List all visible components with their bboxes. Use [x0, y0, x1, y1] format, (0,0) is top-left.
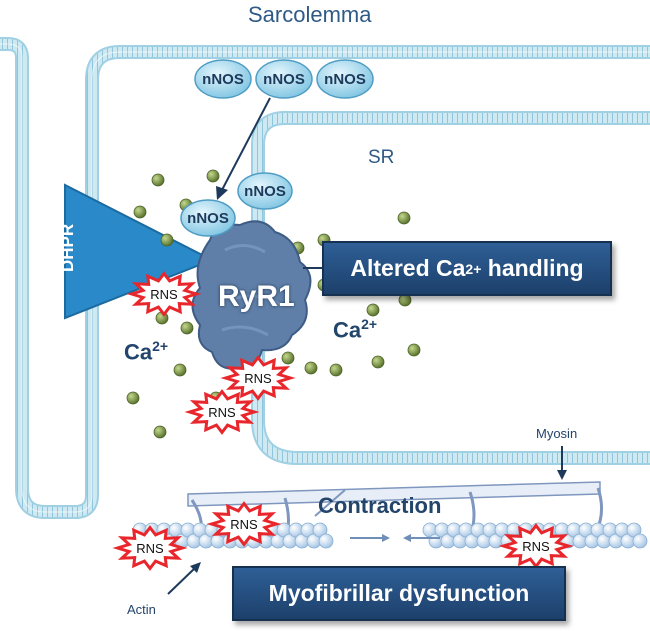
rns-burst: RNS: [184, 389, 260, 435]
nnos-enzyme: nNOS: [180, 199, 236, 237]
nnos-translocation-arrow: [216, 97, 271, 200]
rns-label: RNS: [522, 539, 550, 554]
calcium-ion: [206, 169, 220, 183]
rns-label: RNS: [230, 517, 258, 532]
rns-bursts: RNS RNS RNS RNS RNS RNS: [112, 271, 574, 571]
calcium-ion: [329, 363, 343, 377]
altered-ca-charge: 2+: [465, 260, 482, 277]
nnos-label: nNOS: [244, 183, 286, 200]
sr-label: SR: [368, 147, 395, 168]
actin-label: Actin: [127, 602, 156, 617]
calcium-ion: [371, 355, 385, 369]
calcium-label-left: Ca2+: [124, 338, 169, 365]
sr-membrane: [251, 111, 650, 465]
rns-label: RNS: [150, 287, 178, 302]
myofibrillar-dysfunction-box: Myofibrillar dysfunction: [232, 566, 566, 621]
nnos-label: nNOS: [187, 210, 229, 227]
ryr1-receptor: [191, 220, 312, 370]
rns-burst: RNS: [112, 525, 188, 571]
dhpr-label: DHPR: [58, 223, 77, 272]
myosin-label: Myosin: [536, 426, 578, 441]
calcium-ion: [151, 173, 165, 187]
nnos-label: nNOS: [263, 71, 305, 88]
calcium-ion: [407, 343, 421, 357]
rns-burst: RNS: [498, 523, 574, 569]
actin-bead: [632, 533, 648, 549]
myosin-pointer-arrow: [557, 446, 567, 480]
rns-label: RNS: [244, 371, 272, 386]
nnos-enzymes: nNOS nNOS nNOS nNOS nNOS: [180, 59, 374, 237]
rns-burst: RNS: [126, 271, 202, 317]
rns-burst: RNS: [206, 501, 282, 547]
rns-burst: RNS: [220, 355, 296, 401]
actin-filaments: [132, 522, 648, 549]
actin-pointer-arrow: [167, 562, 201, 595]
calcium-ion: [281, 351, 295, 365]
rns-label: RNS: [136, 541, 164, 556]
calcium-ion: [153, 425, 167, 439]
contraction-arrows: [350, 534, 440, 542]
sarcolemma-label: Sarcolemma: [248, 2, 372, 27]
nnos-enzyme: nNOS: [255, 59, 313, 99]
nnos-label: nNOS: [324, 71, 366, 88]
contraction-label: Contraction: [318, 493, 442, 518]
calcium-ion: [133, 205, 147, 219]
calcium-ion: [397, 211, 411, 225]
calcium-ion: [304, 361, 318, 375]
nnos-enzyme: nNOS: [316, 59, 374, 99]
nnos-enzyme: nNOS: [237, 172, 293, 210]
calcium-ion: [180, 321, 194, 335]
calcium-ion: [160, 233, 174, 247]
myosin-filament: [187, 481, 603, 541]
rns-label: RNS: [208, 405, 236, 420]
altered-ca-suffix: handling: [481, 255, 584, 281]
dhpr-channel: [64, 183, 215, 320]
altered-ca-prefix: Altered Ca: [350, 255, 466, 281]
sarcolemma-membrane: [0, 37, 650, 519]
calcium-label-right: Ca2+: [333, 316, 378, 343]
calcium-ion: [173, 363, 187, 377]
calcium-ion: [126, 391, 140, 405]
calcium-ion: [366, 303, 380, 317]
nnos-enzyme: nNOS: [194, 59, 252, 99]
nnos-label: nNOS: [202, 71, 244, 88]
actin-bead: [318, 533, 334, 549]
ryr1-label: RyR1: [218, 280, 295, 313]
